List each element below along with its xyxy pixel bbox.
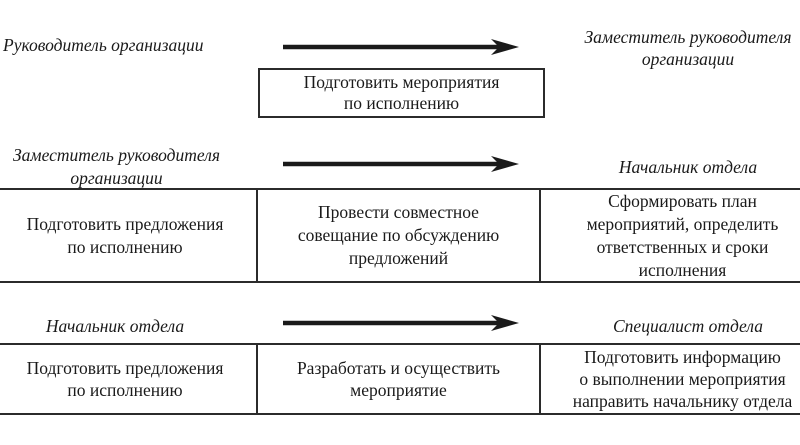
- role-label-department-chief-row2: Начальник отдела: [618, 157, 758, 177]
- flow-arrow-row1-icon: [283, 38, 519, 56]
- table-cell-prepare-proposals-2: Подготовить предложения по исполнению: [0, 345, 258, 413]
- table-cell-joint-meeting: Провести совместное совещание по обсужде…: [258, 190, 541, 281]
- tasks-table-row3: Подготовить предложения по исполнению Ра…: [0, 343, 800, 415]
- role-label-head-of-organization: Руководитель организации: [3, 35, 204, 55]
- table-cell-prepare-report: Подготовить информацию о выполнении меро…: [572, 347, 793, 411]
- role-label-department-chief-row3: Начальник отдела: [45, 316, 185, 336]
- role-label-deputy-head-row1: Заместитель руководителя организации: [584, 27, 792, 69]
- table-cell-develop-implement: Разработать и осуществить мероприятие: [258, 345, 541, 413]
- flow-arrow-row3-icon: [283, 314, 519, 332]
- role-label-deputy-head-row2: Заместитель руководителя организации: [13, 145, 220, 188]
- table-cell-prepare-proposals: Подготовить предложения по исполнению: [0, 190, 258, 281]
- tasks-table-row2: Подготовить предложения по исполнению Пр…: [0, 188, 800, 283]
- task-box-prepare-measures: Подготовить мероприятия по исполнению: [258, 68, 545, 118]
- flow-arrow-row2-icon: [283, 155, 519, 173]
- table-cell-form-plan: Сформировать план мероприятий, определит…: [586, 190, 779, 280]
- role-label-department-specialist: Специалист отдела: [613, 316, 763, 336]
